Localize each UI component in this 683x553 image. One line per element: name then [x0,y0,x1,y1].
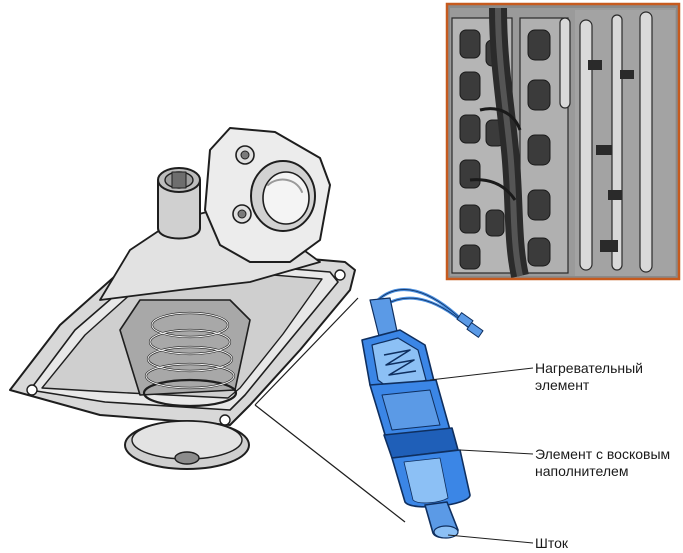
wax-element-label-line2: наполнителем [535,463,629,479]
wax-element-label: Элемент с восковым наполнителем [535,446,670,480]
leader-lines [429,367,534,544]
callout-wedge [254,297,406,523]
heating-element-label-line1: Нагревательный [535,360,643,376]
rod-label: Шток [535,535,568,551]
heating-element-label-line2: элемент [535,377,590,393]
engine-photo-inset [445,2,681,281]
wax-element-label-line1: Элемент с восковым [535,446,671,462]
wax-element-assembly [361,288,484,539]
thermostat-housing [9,127,356,470]
heating-element-label: Нагревательный элемент [535,360,643,394]
